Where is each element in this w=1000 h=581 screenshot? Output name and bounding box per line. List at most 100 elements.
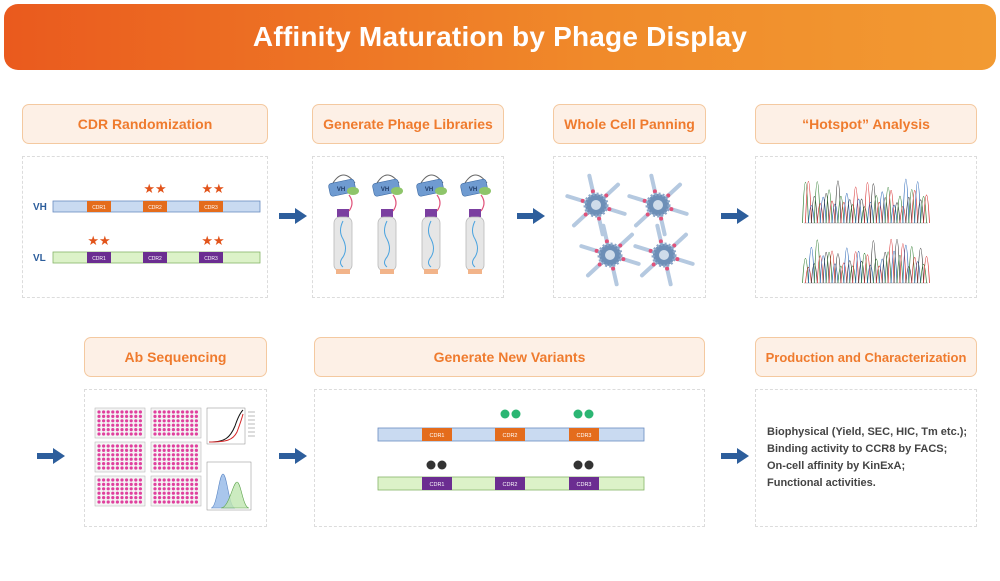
panning-antigen-marker (669, 207, 674, 212)
sequencing-plate-well (138, 500, 142, 504)
sequencing-plate-well (194, 496, 198, 500)
characterization-item: On-cell affinity by KinExA; (767, 460, 906, 472)
sequencing-plate (150, 407, 202, 439)
sequencing-plate-well (120, 410, 124, 414)
chromatogram-peak (908, 246, 916, 284)
sequencing-plate-well (102, 444, 106, 448)
sequencing-plate-well (97, 500, 101, 504)
sequencing-plate-well (176, 448, 180, 452)
sequencing-plate-well (190, 466, 194, 470)
sequencing-plate-well (181, 423, 185, 427)
sequencing-plate-well (167, 428, 171, 432)
sequencing-plate-well (115, 432, 119, 436)
sequencing-plate-well (153, 428, 157, 432)
chromatogram-trace (802, 239, 930, 284)
sequencing-plate-well (120, 500, 124, 504)
variant-vl-cdr3-block (569, 477, 599, 490)
sequencing-plate-well (129, 453, 133, 457)
panning-cell-nucleus (653, 200, 663, 210)
chromatogram-peak (811, 196, 818, 224)
sequencing-plate-well (138, 423, 142, 427)
sequencing-plate-well (102, 462, 106, 466)
sequencing-plate-well (158, 500, 162, 504)
sequencing-plate-well (185, 432, 189, 436)
sequencing-plate-well (120, 478, 124, 482)
sequencing-plate-well (102, 482, 106, 486)
sequencing-plate-well (181, 448, 185, 452)
sequencing-plate-well (153, 444, 157, 448)
sequencing-plate-well (120, 496, 124, 500)
chromatogram-peak (905, 197, 913, 224)
sequencing-plate-well (176, 444, 180, 448)
panel-ab-sequencing (84, 389, 267, 527)
sequencing-plate-well (181, 432, 185, 436)
phage-coat-protein (425, 209, 437, 217)
chromatogram-peak (887, 190, 895, 224)
chromatogram-peak (867, 201, 874, 224)
sequencing-plate-well (106, 448, 110, 452)
chromatogram-peak (864, 182, 871, 224)
vl-cdr3-text: CDR3 (204, 256, 218, 262)
sequencing-plate-well (190, 478, 194, 482)
sequencing-plate-well (194, 457, 198, 461)
phage-coat-protein (337, 209, 349, 217)
sequencing-plate-well (167, 487, 171, 491)
vh-cdr3-block (199, 201, 223, 212)
sequencing-plate-well (194, 466, 198, 470)
chromatogram-peak (864, 254, 871, 284)
sequencing-plate-well (153, 453, 157, 457)
sequencing-plate-well (111, 410, 115, 414)
sequencing-plate-well (138, 457, 142, 461)
vh-cdr1-text: CDR1 (92, 205, 106, 211)
panning-antigen-marker (658, 239, 663, 244)
chromatogram-peak (908, 189, 916, 224)
phage-coat-protein (469, 209, 481, 217)
vl-cdr2-block (143, 252, 167, 263)
sequencing-plate-well (120, 466, 124, 470)
chromatogram-peak (881, 197, 889, 224)
sequencing-plate-well (102, 491, 106, 495)
sequencing-plate-well (134, 466, 138, 470)
chromatogram-peak (831, 263, 839, 284)
panning-antigen-marker (675, 257, 680, 262)
sequencing-plate-well (125, 496, 129, 500)
phage-linker (392, 194, 397, 212)
variant-vl-cdr3-mutation-dot (573, 460, 583, 470)
sequencing-plate-well (171, 496, 175, 500)
phage-particle: VH (416, 174, 447, 274)
sequencing-plate-well (158, 432, 162, 436)
chromatogram-peak (813, 181, 821, 224)
sequencing-plate-well (111, 414, 115, 418)
vl-cdr3-mutation-stars: ★★ (201, 233, 224, 248)
sequencing-plate-well (176, 462, 180, 466)
sequencing-plate-well (106, 423, 110, 427)
step-label-production-characterization: Production and Characterization (755, 337, 977, 377)
sequencing-plate-well (115, 428, 119, 432)
sequencing-plate-well (125, 432, 129, 436)
sequencing-plate-well (185, 453, 189, 457)
sequencing-plate-well (190, 432, 194, 436)
sequencing-plate-well (153, 448, 157, 452)
sequencing-plate-well (181, 462, 185, 466)
chromatogram-peak (825, 189, 833, 224)
sequencing-plate-well (129, 457, 133, 461)
sequencing-plate-well (185, 444, 189, 448)
panel-whole-cell-panning (553, 156, 706, 298)
sequencing-plate-well (190, 448, 194, 452)
sequencing-plate-well (167, 457, 171, 461)
sequencing-plate-well (190, 414, 194, 418)
sequencing-plate-well (162, 410, 166, 414)
sequencing-plate-well (97, 487, 101, 491)
sequencing-plate-well (138, 462, 142, 466)
page-title: Affinity Maturation by Phage Display (252, 21, 748, 52)
sequencing-plate-well (129, 432, 133, 436)
sequencing-plate-well (162, 466, 166, 470)
sequencing-plate-well (158, 444, 162, 448)
sequencing-plate-well (176, 410, 180, 414)
sequencing-plate-well (185, 423, 189, 427)
sequencing-plate-well (125, 419, 129, 423)
sequencing-plate-well (106, 414, 110, 418)
sequencing-plate-well (97, 448, 101, 452)
panel-hotspot-analysis (755, 156, 977, 298)
sequencing-plate-well (138, 482, 142, 486)
